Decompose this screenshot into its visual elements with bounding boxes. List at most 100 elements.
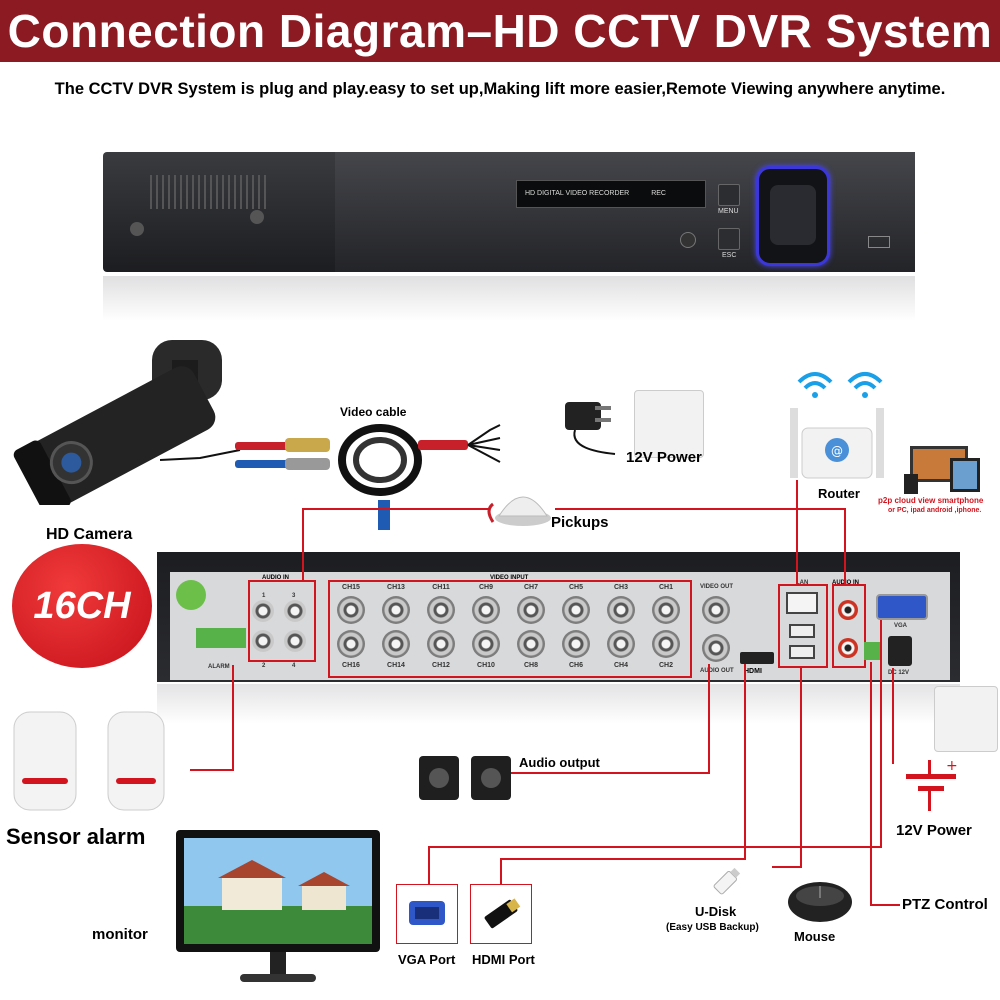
bnc-port-ch2[interactable] — [652, 630, 680, 658]
connector-audio-in-vertical — [302, 508, 304, 580]
connector-pickups-to-audio-rca — [555, 508, 845, 510]
channel-count-badge: 16CH — [12, 544, 152, 668]
wall-socket-top — [634, 390, 704, 458]
connector-router-vertical — [796, 480, 798, 584]
rs485-terminal[interactable] — [864, 642, 882, 660]
bnc-port-ch9[interactable] — [472, 596, 500, 624]
audio-out-port[interactable] — [702, 634, 730, 662]
mouse-label: Mouse — [794, 929, 836, 944]
bnc-port-ch4[interactable] — [607, 630, 635, 658]
audio-in-ch4: 4 — [292, 663, 296, 669]
dvr-back-panel — [170, 572, 950, 680]
connector-hdmi-horizontal — [500, 858, 746, 860]
channel-label: CH2 — [658, 662, 673, 669]
keypad-center — [770, 185, 816, 245]
alarm-terminal — [196, 628, 246, 648]
bnc-port-ch8[interactable] — [517, 630, 545, 658]
alarm-label: ALARM — [208, 664, 230, 670]
audio-rca-port-1[interactable] — [838, 600, 858, 620]
channel-label: CH8 — [523, 662, 538, 669]
bnc-port-ch13[interactable] — [382, 596, 410, 624]
page-subtitle: The CCTV DVR System is plug and play.eas… — [54, 80, 946, 98]
bnc-port-ch3[interactable] — [607, 596, 635, 624]
ptz-label: PTZ Control — [902, 896, 988, 913]
monitor-icon — [176, 830, 380, 982]
power-adapter-icon — [565, 402, 616, 455]
monitor-label: monitor — [92, 926, 148, 943]
connector-alarm-vertical — [232, 665, 234, 771]
dc-power-port[interactable] — [888, 636, 912, 666]
bnc-port-ch11[interactable] — [427, 596, 455, 624]
p2p-sub-label: or PC, ipad android ,iphone. — [888, 507, 982, 514]
menu-button[interactable] — [718, 184, 740, 206]
audio-in-label: AUDIO IN — [262, 575, 289, 581]
audio-in-port-3[interactable] — [284, 600, 306, 622]
channel-label: CH10 — [477, 662, 495, 669]
bnc-port-ch5[interactable] — [562, 596, 590, 624]
connector-hdmi-vertical — [744, 664, 746, 860]
dvr-side-screw-right — [250, 210, 264, 224]
audio-in-port-2[interactable] — [252, 630, 274, 652]
audio-rca-box — [832, 584, 866, 668]
hdmi-port-box — [470, 884, 532, 944]
speakers-icon — [419, 756, 511, 800]
page-title: Connection Diagram–HD CCTV DVR System — [7, 5, 993, 57]
usb-disk-icon — [713, 867, 741, 895]
connector-usb-horizontal — [772, 866, 802, 868]
connector-audio-out-vertical — [708, 664, 710, 774]
vga-port[interactable] — [876, 594, 928, 620]
audio-in-port-4[interactable] — [284, 630, 306, 652]
hdmi-port-label: HDMI Port — [472, 952, 535, 967]
esc-button[interactable] — [718, 228, 740, 250]
bnc-port-ch16[interactable] — [337, 630, 365, 658]
title-bar: Connection Diagram–HD CCTV DVR System — [0, 0, 1000, 62]
connector-hdmi-drop — [500, 858, 502, 884]
channel-label: CH7 — [523, 584, 538, 591]
navigation-keypad[interactable] — [756, 166, 830, 266]
audio-output-label: Audio output — [519, 755, 600, 770]
bnc-port-ch15[interactable] — [337, 596, 365, 624]
dvr-vents — [150, 175, 330, 215]
connector-alarm-horizontal — [190, 769, 234, 771]
hd-camera-label: HD Camera — [46, 526, 133, 543]
connector-audio-out-horizontal — [480, 772, 710, 774]
dc-label: DC 12V — [888, 670, 910, 676]
vga-port-label: VGA Port — [398, 952, 456, 967]
hdmi-port[interactable] — [740, 652, 774, 664]
mouse-icon — [788, 882, 852, 922]
connector-ptz-vertical — [870, 662, 872, 906]
dvr-back-reflection — [157, 684, 960, 724]
audio-in-box — [248, 580, 316, 662]
esc-button-label: ESC — [722, 252, 737, 259]
udisk-sub-label: (Easy USB Backup) — [666, 922, 759, 933]
connector-vga-horizontal — [428, 846, 882, 848]
bnc-port-ch14[interactable] — [382, 630, 410, 658]
video-out-port[interactable] — [702, 596, 730, 624]
vga-port-box — [396, 884, 458, 944]
bnc-port-ch6[interactable] — [562, 630, 590, 658]
hd-camera-icon — [13, 340, 222, 505]
usb-port-2[interactable] — [789, 645, 815, 659]
dvr-display-text: HD DIGITAL VIDEO RECORDER — [525, 190, 630, 197]
bnc-port-ch7[interactable] — [517, 596, 545, 624]
bnc-port-ch12[interactable] — [427, 630, 455, 658]
usb-port-1[interactable] — [789, 624, 815, 638]
wifi-icon — [797, 372, 883, 398]
lan-port[interactable] — [786, 592, 818, 614]
audio-rca-port-2[interactable] — [838, 638, 858, 658]
connector-audio-in-to-pickups — [302, 508, 490, 510]
bnc-port-ch10[interactable] — [472, 630, 500, 658]
channel-label: CH1 — [658, 584, 673, 591]
connector-power-vertical — [892, 668, 894, 764]
channel-label: CH4 — [613, 662, 628, 669]
bnc-port-ch1[interactable] — [652, 596, 680, 624]
lan-label: LAN — [796, 580, 809, 586]
certification-sticker — [176, 580, 206, 610]
usb-front-port — [868, 236, 890, 248]
ir-receiver-icon — [680, 232, 696, 248]
channel-label: CH9 — [478, 584, 493, 591]
router-icon: @ — [790, 408, 884, 479]
audio-in-port-1[interactable] — [252, 600, 274, 622]
